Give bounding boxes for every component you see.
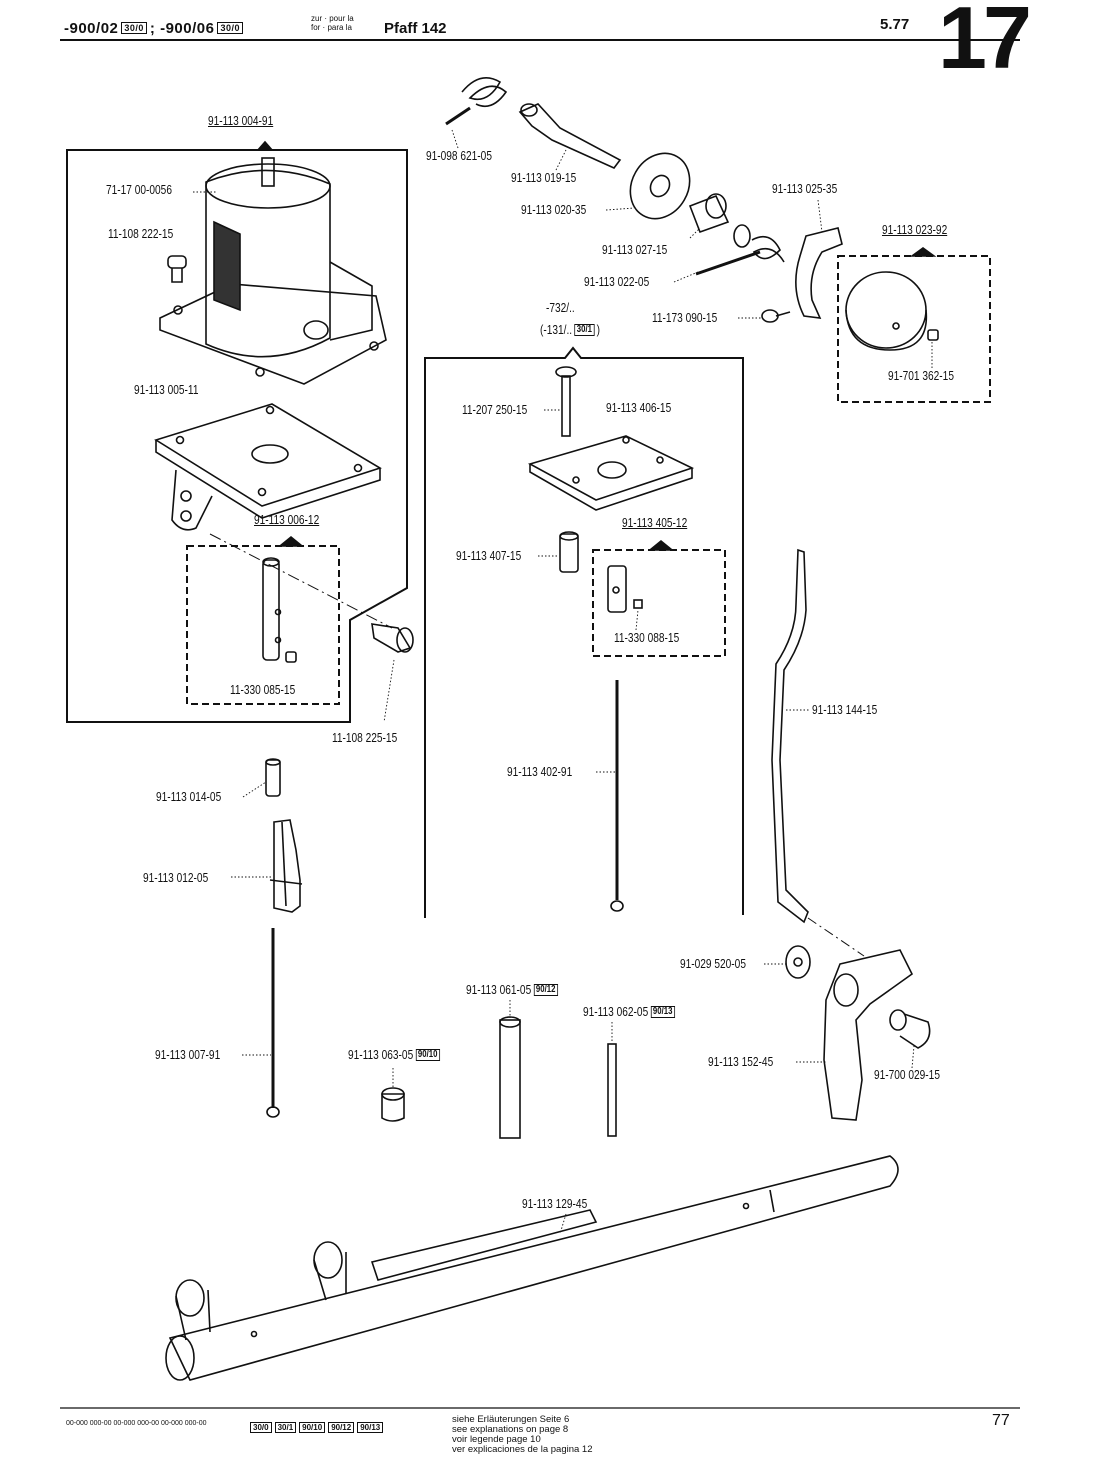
- label-bushing-014: 91-113 014-05: [156, 789, 222, 804]
- label-plate-005: 91-113 005-11: [134, 382, 199, 397]
- label-assembly-405: 91-113 405-12: [622, 515, 688, 530]
- for-label: zur · pour la for · para la: [311, 14, 354, 32]
- footer-line-fr: voir legende page 10: [452, 1434, 541, 1445]
- label-version-131-box: 30/1: [574, 324, 595, 336]
- label-shaft-129: 91-113 129-45: [522, 1196, 588, 1211]
- footer-line-es: ver explicaciones de la pagina 12: [452, 1444, 593, 1455]
- label-rod-402: 91-113 402-91: [507, 764, 573, 779]
- footer-line-de: siehe Erläuterungen Seite 6: [452, 1414, 570, 1425]
- label-tube-061-box: 90/12: [533, 984, 558, 996]
- footer-box-3: 90/10: [299, 1422, 326, 1433]
- model-code-1: -900/02: [64, 20, 119, 37]
- for-label-line2: for · para la: [311, 23, 352, 32]
- label-rod-144: 91-113 144-15: [812, 702, 878, 717]
- label-spring-022: 91-113 022-05: [584, 274, 650, 289]
- label-screw-222: 11-108 222-15: [108, 226, 174, 241]
- issue-date: 5.77: [880, 16, 910, 33]
- label-washer-520: 91-029 520-05: [680, 956, 746, 971]
- label-cap-063-text: 91-113 063-05: [348, 1047, 414, 1062]
- label-shaft-019: 91-113 019-15: [511, 170, 577, 185]
- footer-box-2: 30/1: [274, 1422, 297, 1433]
- label-version-131-text: (-131/..: [540, 322, 573, 337]
- footer-box-5: 90/13: [357, 1422, 384, 1433]
- label-bushing-027: 91-113 027-15: [602, 242, 668, 257]
- footer-explanations: siehe Erläuterungen Seite 6 see explanat…: [452, 1415, 592, 1455]
- label-screw-250: 11-207 250-15: [462, 402, 528, 417]
- label-screw-085: 11-330 085-15: [230, 682, 296, 697]
- label-screw-362: 91-701 362-15: [888, 368, 954, 383]
- label-disc-020: 91-113 020-35: [521, 202, 587, 217]
- version-box-1: 30/0: [121, 22, 147, 34]
- page-number: 77: [992, 1412, 1010, 1429]
- label-version-732: -732/..: [546, 300, 575, 315]
- label-pin-062-text: 91-113 062-05: [583, 1004, 649, 1019]
- label-plate-406: 91-113 406-15: [606, 400, 672, 415]
- group-number: 17: [938, 0, 1032, 87]
- label-bush-407: 91-113 407-15: [456, 548, 522, 563]
- label-motor: 71-17 00-0056: [106, 182, 172, 197]
- label-part-012: 91-113 012-05: [143, 870, 209, 885]
- label-screw-088: 11-330 088-15: [614, 630, 680, 645]
- label-cap-063-box: 90/10: [415, 1049, 440, 1061]
- label-spring-621: 91-098 621-05: [426, 148, 492, 163]
- label-rod-007: 91-113 007-91: [155, 1047, 221, 1062]
- footer-box-4: 90/12: [328, 1422, 355, 1433]
- separator: ;: [149, 20, 156, 37]
- label-bracket-025: 91-113 025-35: [772, 181, 838, 196]
- label-pin-062-box: 90/13: [650, 1006, 675, 1018]
- model-code-2: -900/06: [160, 20, 215, 37]
- for-label-line1: zur · pour la: [311, 14, 354, 23]
- label-version-131-close: ): [596, 322, 601, 337]
- label-tube-061-text: 91-113 061-05: [466, 982, 532, 997]
- label-screw-090: 11-173 090-15: [652, 310, 718, 325]
- label-screw-029: 91-700 029-15: [874, 1067, 940, 1082]
- label-assembly-023: 91-113 023-92: [882, 222, 948, 237]
- label-lever-152: 91-113 152-45: [708, 1054, 774, 1069]
- machine-name: Pfaff 142: [384, 20, 447, 37]
- footer-box-1: 30/0: [250, 1422, 272, 1433]
- footer-codes: 00-000 000-00 00-000 000-00 00-000 000-0…: [66, 1420, 207, 1427]
- label-assembly-motor: 91-113 004-91: [208, 113, 274, 128]
- label-assembly-006: 91-113 006-12: [254, 512, 320, 527]
- footer-line-en: see explanations on page 8: [452, 1424, 569, 1435]
- version-box-2: 30/0: [217, 22, 243, 34]
- label-screw-225: 11-108 225-15: [332, 730, 398, 745]
- label-version-131: (-131/..30/1): [540, 322, 600, 337]
